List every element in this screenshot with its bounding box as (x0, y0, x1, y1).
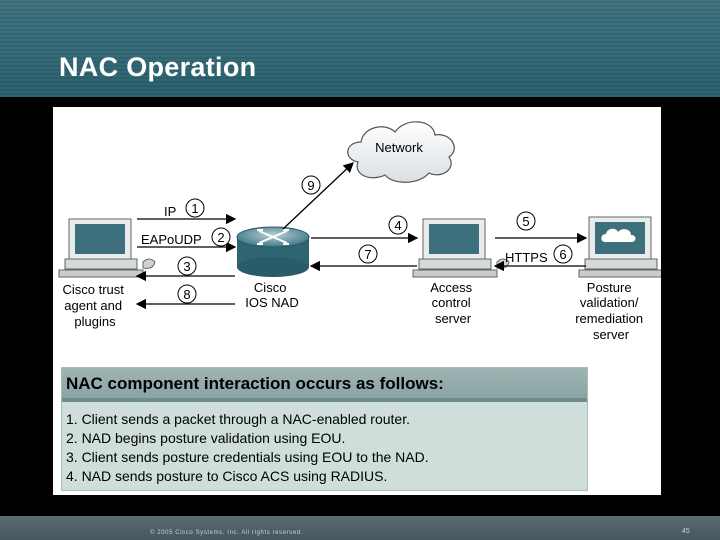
step-3-badge: 3 (177, 256, 197, 276)
slide-title: NAC Operation (59, 52, 257, 82)
nac-diagram: Network Cisco trust agent and plugins Ci… (58, 121, 661, 342)
step-6-badge: 6 (553, 244, 573, 264)
step-7-badge: 7 (358, 244, 378, 264)
client-computer-icon (58, 218, 156, 278)
list-item: 2. NAD begins posture validation using E… (66, 430, 346, 446)
step-2-badge: 2 (211, 227, 231, 247)
list-item: 3. Client sends posture credentials usin… (66, 449, 429, 465)
network-label: Network (375, 140, 423, 155)
interaction-box-title: NAC component interaction occurs as foll… (66, 374, 444, 393)
posture-label: Posture validation/ remediation server (575, 280, 647, 342)
svg-text:8: 8 (183, 287, 190, 302)
list-item: 4. NAD sends posture to Cisco ACS using … (66, 468, 388, 484)
page-number: 45 (682, 528, 690, 535)
interaction-steps-list: 1. Client sends a packet through a NAC-e… (66, 410, 429, 486)
svg-text:6: 6 (559, 247, 566, 262)
step-5-badge: 5 (516, 211, 536, 231)
step-9-badge: 9 (301, 175, 321, 195)
header-texture (0, 0, 720, 97)
acs-server-icon (412, 218, 510, 278)
step-4-badge: 4 (388, 215, 408, 235)
interaction-box-divider (62, 398, 587, 402)
svg-text:1: 1 (191, 201, 198, 216)
network-cloud-icon (347, 121, 455, 183)
svg-text:3: 3 (183, 259, 190, 274)
slide-header: NAC Operation (0, 0, 720, 97)
posture-server-icon (578, 216, 661, 278)
https-label: HTTPS (505, 250, 548, 265)
interaction-box-header: NAC component interaction occurs as foll… (62, 368, 587, 398)
svg-text:9: 9 (307, 178, 314, 193)
svg-text:4: 4 (394, 218, 401, 233)
step-1-badge: 1 (185, 198, 205, 218)
svg-text:2: 2 (217, 230, 224, 245)
step-circles: 1 2 3 8 9 4 7 5 6 (177, 175, 573, 304)
router-label: Cisco IOS NAD (245, 280, 298, 310)
acs-label: Access control server (430, 280, 476, 326)
eapoudp-label: EAPoUDP (141, 232, 202, 247)
list-item: 1. Client sends a packet through a NAC-e… (66, 411, 410, 427)
copyright-text: © 2005 Cisco Systems, Inc. All rights re… (150, 530, 304, 536)
slide-footer (0, 516, 720, 540)
router-icon (236, 226, 310, 277)
svg-text:5: 5 (522, 214, 529, 229)
flow-arrows (135, 162, 588, 310)
arrow-9 (282, 162, 354, 230)
ip-label: IP (164, 204, 176, 219)
content-panel: Network Cisco trust agent and plugins Ci… (53, 107, 661, 495)
client-label: Cisco trust agent and plugins (62, 282, 127, 329)
interaction-box: NAC component interaction occurs as foll… (61, 367, 588, 491)
step-8-badge: 8 (177, 284, 197, 304)
svg-text:7: 7 (364, 247, 371, 262)
